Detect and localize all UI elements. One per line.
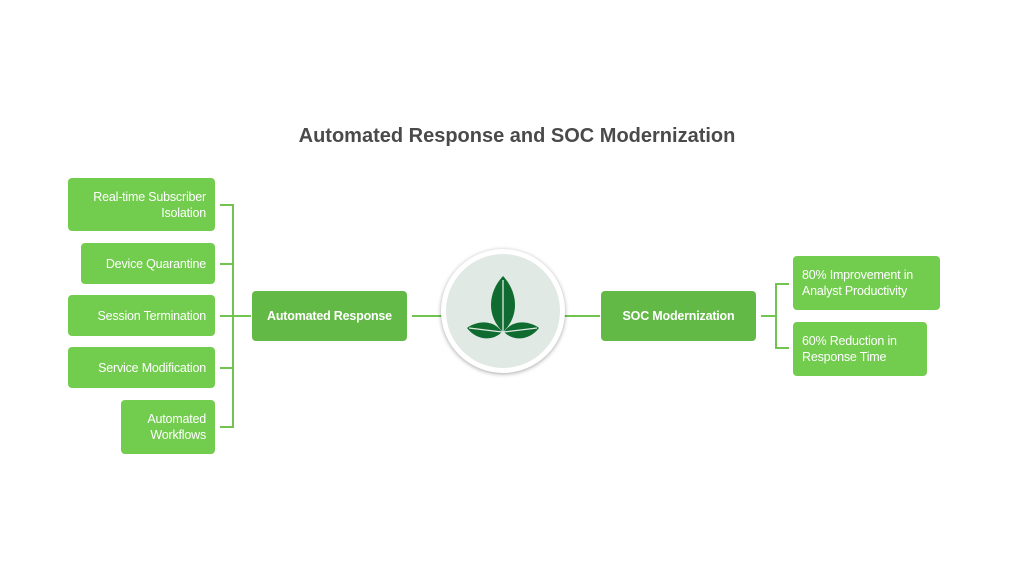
node-label: 80% Improvement in Analyst Productivity: [802, 268, 914, 298]
center-node-background: [446, 254, 560, 368]
hub-label: Automated Response: [267, 309, 392, 323]
node-label: Real-time Subscriber Isolation: [93, 189, 206, 220]
connector-line: [775, 283, 789, 285]
connector-line: [761, 315, 777, 317]
connector-line: [233, 315, 251, 317]
connector-line: [220, 367, 234, 369]
connector-line: [220, 204, 234, 206]
connector-line: [564, 315, 600, 317]
node-label: Automated Workflows: [147, 412, 206, 442]
hub-label: SOC Modernization: [622, 309, 735, 323]
connector-line: [220, 263, 234, 265]
node-automated-workflows: Automated Workflows: [121, 400, 215, 454]
diagram-title: Automated Response and SOC Modernization: [298, 125, 736, 147]
node-service-modification: Service Modification: [68, 347, 215, 388]
connector-line: [220, 315, 234, 317]
leaf-icon: [467, 276, 539, 339]
node-session-termination: Session Termination: [68, 295, 215, 336]
node-analyst-productivity: 80% Improvement in Analyst Productivity: [793, 256, 940, 310]
node-label: Device Quarantine: [105, 256, 206, 271]
hub-soc-modernization: SOC Modernization: [601, 291, 756, 341]
center-node: [441, 249, 565, 373]
node-label: Service Modification: [98, 360, 206, 375]
node-realtime-subscriber-isolation: Real-time Subscriber Isolation: [68, 178, 215, 231]
hub-automated-response: Automated Response: [252, 291, 407, 341]
connector-bracket: [775, 283, 777, 349]
node-response-time-reduction: 60% Reduction in Response Time: [793, 322, 927, 376]
connector-line: [412, 315, 442, 317]
connector-line: [220, 426, 234, 428]
node-label: 60% Reduction in Response Time: [802, 334, 897, 364]
connector-line: [775, 347, 789, 349]
node-device-quarantine: Device Quarantine: [81, 243, 215, 284]
node-label: Session Termination: [97, 308, 206, 323]
